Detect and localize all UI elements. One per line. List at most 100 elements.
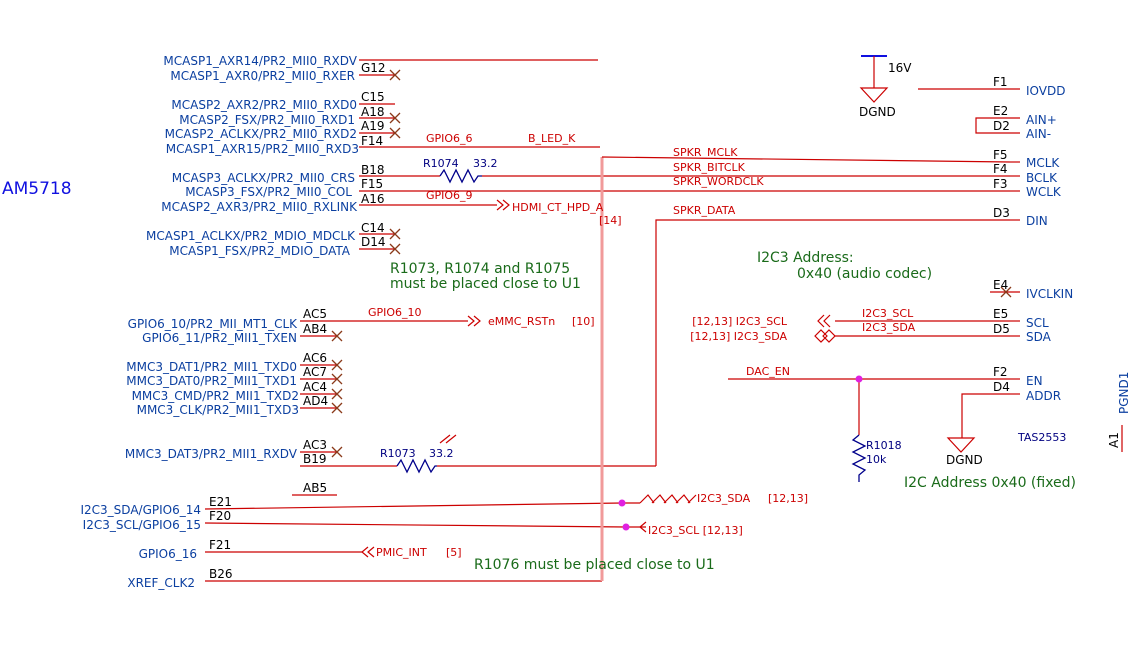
pin-number: AB4: [303, 322, 327, 336]
resistor-r1074: R1074 33.2: [423, 157, 498, 184]
signal-label: MMC3_DAT0/PR2_MII1_TXD1: [126, 374, 297, 388]
pin-number: E5: [993, 307, 1008, 321]
signal-label: MCASP1_ACLKX/PR2_MDIO_MDCLK: [146, 229, 356, 243]
i2c-address-note: I2C Address 0x40 (fixed): [904, 475, 1076, 491]
pin-number: F2: [993, 365, 1008, 379]
codec-pin-name: SDA: [1026, 330, 1052, 344]
pin-number: E2: [993, 104, 1008, 118]
signal-label: MMC3_DAT3/PR2_MII1_RXDV: [125, 447, 298, 461]
offpage-label: [12,13] I2C3_SDA: [690, 330, 787, 343]
i2c-address-note: 0x40 (audio codec): [797, 266, 932, 282]
signal-label: MCASP2_ACLKX/PR2_MII0_RXD2: [165, 127, 357, 141]
offpage-ref: [10]: [572, 315, 595, 328]
resistor-ref: R1074: [423, 157, 459, 170]
net-label: GPIO6_10: [368, 306, 422, 319]
pin-number: A16: [361, 192, 384, 206]
pin-number: F1: [993, 75, 1008, 89]
pin-number: B19: [303, 452, 327, 466]
pin-number: B18: [361, 163, 385, 177]
pin-number: D4: [993, 380, 1010, 394]
ground-symbol: DGND: [946, 393, 1010, 467]
power-label: 16V: [888, 61, 912, 75]
signal-label: XREF_CLK2: [127, 576, 195, 590]
signal-label: MMC3_DAT1/PR2_MII1_TXD0: [126, 360, 297, 374]
net-label: SPKR_MCLK: [673, 146, 738, 159]
net-label: SPKR_WORDCLK: [673, 175, 764, 188]
net-label: SPKR_BITCLK: [673, 161, 746, 174]
signal-label: GPIO6_11/PR2_MII1_TXEN: [142, 331, 297, 345]
offpage-ref: [5]: [446, 546, 462, 559]
resistor-ref: R1018: [866, 439, 902, 452]
codec-pin-name: BCLK: [1026, 171, 1058, 185]
resistor-r1018: R1018 10k: [851, 434, 902, 482]
resistor-value: 33.2: [429, 447, 454, 460]
signal-label: MCASP2_AXR3/PR2_MII0_RXLINK: [161, 200, 358, 214]
pin-stubs: [204, 59, 1010, 582]
signal-label: MMC3_CLK/PR2_MII1_TXD3: [137, 403, 299, 417]
offpage-label: eMMC_RSTn: [488, 315, 555, 328]
junction-dot: [622, 523, 630, 531]
pin-number: E21: [209, 495, 232, 509]
signal-label: MMC3_CMD/PR2_MII1_TXD2: [132, 389, 299, 403]
signal-label: GPIO6_10/PR2_MII_MT1_CLK: [128, 317, 298, 331]
ground-label: DGND: [859, 105, 896, 119]
ground-symbol: DGND: [859, 87, 896, 119]
signal-label: MCASP3_ACLKX/PR2_MII0_CRS: [172, 171, 355, 185]
placement-note: must be placed close to U1: [390, 276, 581, 292]
offpage-ref: [14]: [599, 214, 622, 227]
wire: [601, 156, 1011, 163]
codec-pin-name: AIN-: [1026, 127, 1051, 141]
offpage-label: [12,13] I2C3_SCL: [692, 315, 788, 328]
signal-label: MCASP2_AXR2/PR2_MII0_RXD0: [171, 98, 357, 112]
signal-label: MCASP1_FSX/PR2_MDIO_DATA: [169, 244, 350, 258]
wire: [975, 117, 1020, 134]
pin-number: C15: [361, 90, 385, 104]
net-label: GPIO6_6: [426, 132, 473, 145]
pin-number: AC4: [303, 380, 327, 394]
pin-number: F3: [993, 177, 1008, 191]
signal-label: MCASP1_AXR15/PR2_MII0_RXD3: [166, 142, 359, 156]
pin-number: D2: [993, 119, 1010, 133]
net-label: B_LED_K: [528, 132, 576, 145]
net-label: I2C3_SDA: [862, 321, 916, 334]
i2c-address-note: I2C3 Address:: [757, 250, 854, 266]
codec-pin-name: WCLK: [1026, 185, 1062, 199]
no-connect-markers: [331, 69, 401, 458]
junction-dot: [618, 499, 626, 507]
pin-number: AB5: [303, 481, 327, 495]
pin-number: AC5: [303, 307, 327, 321]
pin-number: AC6: [303, 351, 327, 365]
codec-pin-name: DIN: [1026, 214, 1048, 228]
pin-number: D14: [361, 235, 386, 249]
signal-label: GPIO6_16: [139, 547, 197, 561]
codec-pin-name: IVCLKIN: [1026, 287, 1073, 301]
codec-pin-name: EN: [1026, 374, 1043, 388]
codec-pin-name: IOVDD: [1026, 84, 1065, 98]
placement-note: R1076 must be placed close to U1: [474, 557, 715, 573]
resistor-ref: R1073: [380, 447, 416, 460]
pin-number: G12: [361, 61, 386, 75]
codec-pin-name: ADDR: [1026, 389, 1061, 403]
signal-label: MCASP3_FSX/PR2_MII0_COL: [185, 185, 352, 199]
resistor-value: 10k: [866, 453, 887, 466]
ground-label: DGND: [946, 453, 983, 467]
pin-number: D5: [993, 322, 1010, 336]
pin-number: C14: [361, 221, 385, 235]
net-label: I2C3_SCL: [862, 307, 914, 320]
pin-number: F21: [209, 538, 231, 552]
pin-number: A18: [361, 105, 384, 119]
pin-number: F20: [209, 509, 231, 523]
offpage-label: I2C3_SCL [12,13]: [648, 524, 743, 537]
pin-number: A19: [361, 119, 384, 133]
wire: [655, 219, 1010, 466]
codec-pin-name: MCLK: [1026, 156, 1060, 170]
pin-number: F5: [993, 148, 1008, 162]
placement-note: R1073, R1074 and R1075: [390, 261, 570, 277]
pin-number: B26: [209, 567, 233, 581]
pin-number: E4: [993, 278, 1008, 292]
signal-label: I2C3_SCL/GPIO6_15: [83, 518, 201, 532]
pgnd-pin-number: A1: [1107, 432, 1121, 448]
pin-number: D3: [993, 206, 1010, 220]
pin-number: AD4: [303, 394, 328, 408]
offpage-label: PMIC_INT: [376, 546, 427, 559]
